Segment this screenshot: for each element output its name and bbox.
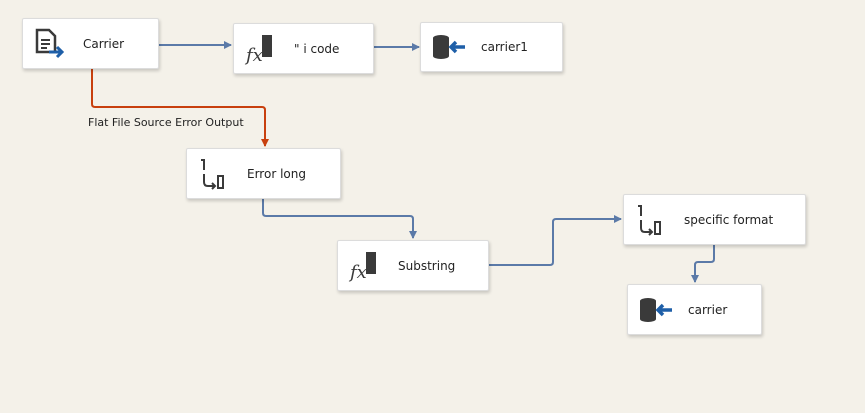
node-label: carrier1 — [481, 40, 528, 54]
node-i-code[interactable]: fx " i code — [233, 23, 374, 74]
derived-column-icon: fx — [348, 251, 376, 283]
error-path-carrier-to-error-long[interactable] — [91, 69, 269, 147]
path-specific-format-to-carrier[interactable] — [691, 245, 715, 283]
node-label: specific format — [684, 212, 774, 227]
data-conversion-icon — [638, 204, 661, 236]
node-label: Substring — [398, 258, 456, 273]
ole-db-destination-icon — [433, 35, 465, 59]
node-error-long[interactable]: Error long — [186, 148, 341, 199]
data-conversion-icon — [201, 158, 224, 190]
path-error-long-to-substring[interactable] — [262, 199, 417, 239]
node-label: Error long — [247, 166, 306, 181]
path-substring-to-specific-format[interactable] — [489, 215, 622, 266]
node-substring[interactable]: fx Substring — [337, 240, 489, 291]
error-output-label: Flat File Source Error Output — [88, 116, 244, 129]
flat-file-source-icon — [35, 28, 65, 58]
node-label: Carrier — [83, 36, 125, 51]
node-carrier-destination[interactable]: carrier — [627, 284, 762, 335]
node-carrier-source[interactable]: Carrier — [22, 18, 159, 69]
node-carrier1[interactable]: carrier1 — [420, 22, 563, 72]
svg-text:fx: fx — [244, 45, 263, 66]
ole-db-destination-icon — [640, 297, 672, 322]
node-label: carrier — [688, 302, 728, 317]
derived-column-icon: fx — [244, 34, 272, 66]
node-label: " i code — [294, 41, 340, 56]
svg-text:fx: fx — [348, 262, 367, 283]
node-specific-format[interactable]: specific format — [623, 194, 806, 245]
